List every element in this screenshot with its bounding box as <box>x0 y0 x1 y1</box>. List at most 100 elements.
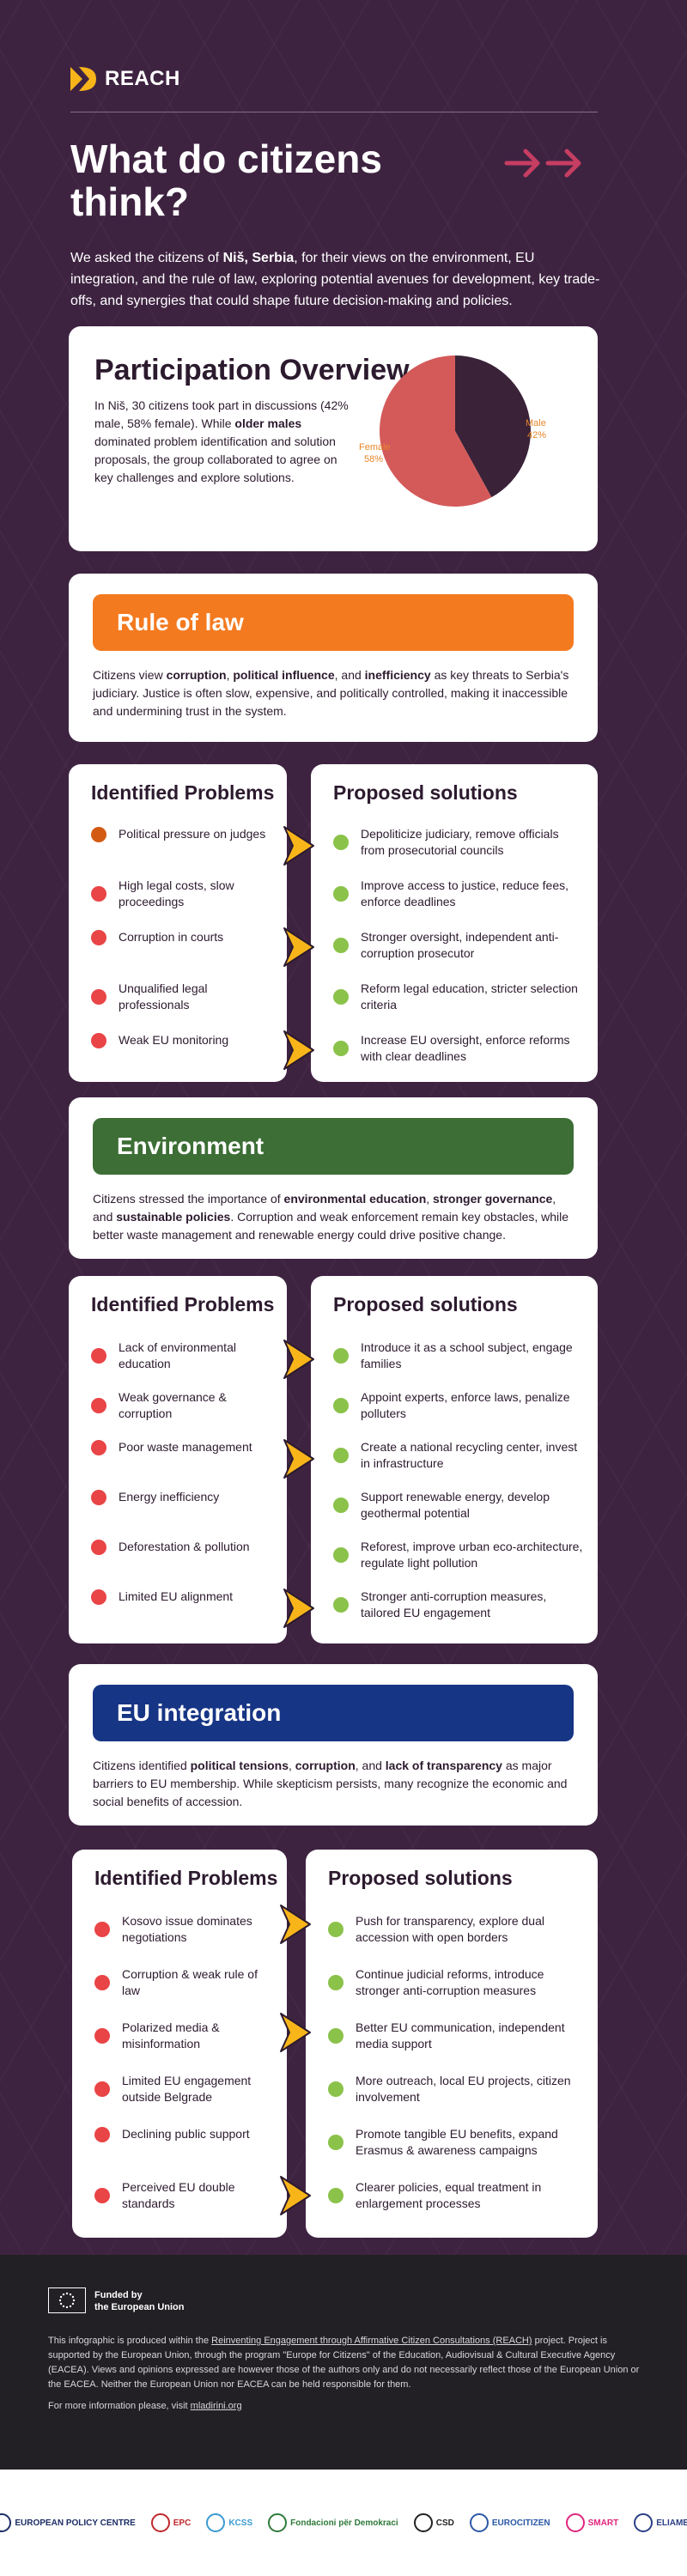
solution-text: Stronger oversight, independent anti-cor… <box>361 930 559 960</box>
solution-bullet-icon <box>333 1448 349 1463</box>
partner-logo: ELIAMEP <box>634 2513 687 2532</box>
pie-slice-female <box>380 355 492 507</box>
problem-text: Deforestation & pollution <box>119 1540 250 1553</box>
problem-text: Political pressure on judges <box>119 827 266 841</box>
partner-mark-icon <box>565 2513 585 2532</box>
connector-chevron-icon <box>283 1030 314 1070</box>
rule-of-law-solutions-title: Proposed solutions <box>333 781 518 804</box>
decorative-arrows-icon <box>504 149 581 178</box>
problem-bullet-icon <box>91 1489 106 1505</box>
solution-bullet-icon <box>333 1597 349 1613</box>
mladirini-link[interactable]: mladirini.org <box>190 2401 242 2411</box>
problem-text: Polarized media & misinformation <box>122 2020 220 2050</box>
solution-item: Clearer policies, equal treatment in enl… <box>328 2179 586 2212</box>
problem-bullet-icon <box>94 2028 110 2044</box>
solution-bullet-icon <box>333 1398 349 1413</box>
solution-bullet-icon <box>333 1348 349 1364</box>
solution-text: Push for transparency, explore dual acce… <box>356 1914 544 1944</box>
problem-item: Deforestation & pollution <box>91 1539 275 1555</box>
environment-solutions-title: Proposed solutions <box>333 1293 518 1315</box>
solution-text: Better EU communication, independent med… <box>356 2020 565 2050</box>
participation-title: Participation Overview <box>94 354 410 386</box>
partner-mark-icon <box>206 2513 226 2532</box>
problem-text: Limited EU alignment <box>119 1589 234 1603</box>
problem-bullet-icon <box>94 2081 110 2097</box>
problem-bullet-icon <box>91 1398 106 1413</box>
problem-item: High legal costs, slow proceedings <box>91 878 275 910</box>
problem-item: Lack of environmental education <box>91 1340 275 1372</box>
solution-item: Better EU communication, independent med… <box>328 2020 586 2052</box>
page-title: What do citizens think? <box>70 137 382 224</box>
rule-of-law-solutions-card: Proposed solutions Depoliticize judiciar… <box>311 764 598 1082</box>
problem-bullet-icon <box>91 826 106 842</box>
solution-item: Depoliticize judiciary, remove officials… <box>333 826 586 859</box>
problem-text: Poor waste management <box>119 1440 252 1454</box>
partner-mark-icon <box>150 2513 170 2532</box>
partner-logo: EUROPEAN POLICY CENTRE <box>0 2513 136 2532</box>
eu-integration-banner: EU integration <box>93 1685 574 1741</box>
connector-chevron-icon <box>283 826 314 866</box>
problem-bullet-icon <box>91 1348 106 1364</box>
environment-description: Citizens stressed the importance of envi… <box>93 1192 569 1242</box>
solution-text: Introduce it as a school subject, engage… <box>361 1340 573 1370</box>
problem-bullet-icon <box>94 2126 110 2142</box>
solution-bullet-icon <box>328 1922 344 1937</box>
solution-text: Promote tangible EU benefits, expand Era… <box>356 2127 558 2157</box>
partner-logo: Fondacioni për Demokraci <box>268 2513 398 2532</box>
reach-project-link[interactable]: Reinventing Engagement through Affirmati… <box>211 2336 532 2346</box>
solution-text: Continue judicial reforms, introduce str… <box>356 1967 544 1997</box>
solution-bullet-icon <box>328 2081 344 2097</box>
problem-item: Declining public support <box>94 2126 275 2142</box>
problem-bullet-icon <box>91 989 106 1005</box>
problem-bullet-icon <box>91 886 106 902</box>
solution-text: Depoliticize judiciary, remove officials… <box>361 827 559 857</box>
problem-bullet-icon <box>94 1922 110 1937</box>
environment-problems-card: Identified Problems Lack of environmenta… <box>69 1276 287 1643</box>
eu-integration-solutions-title: Proposed solutions <box>328 1867 513 1889</box>
connector-chevron-icon <box>280 1905 311 1944</box>
rule-of-law-banner: Rule of law <box>93 594 574 651</box>
solution-bullet-icon <box>328 2188 344 2203</box>
brand: REACH <box>70 67 180 91</box>
rule-of-law-description: Citizens view corruption, political infl… <box>93 668 569 718</box>
solution-bullet-icon <box>333 1498 349 1513</box>
problem-text: Corruption in courts <box>119 930 224 944</box>
eu-flag-icon <box>48 2287 86 2313</box>
solution-text: Improve access to justice, reduce fees, … <box>361 878 568 908</box>
solution-item: Increase EU oversight, enforce reforms w… <box>333 1032 586 1065</box>
problem-text: Corruption & weak rule of law <box>122 1967 258 1997</box>
eu-integration-solutions-card: Proposed solutions Push for transparency… <box>306 1850 598 2238</box>
solution-text: Reforest, improve urban eco-architecture… <box>361 1540 583 1570</box>
footer: Funded by the European Union This infogr… <box>0 2255 687 2470</box>
problem-text: Perceived EU double standards <box>122 2180 235 2210</box>
solution-item: Stronger oversight, independent anti-cor… <box>333 929 586 962</box>
solution-bullet-icon <box>333 938 349 953</box>
connector-chevron-icon <box>283 1589 314 1628</box>
problem-item: Political pressure on judges <box>91 826 275 842</box>
solution-bullet-icon <box>333 1547 349 1563</box>
solution-bullet-icon <box>328 2135 344 2150</box>
problem-item: Corruption & weak rule of law <box>94 1966 275 1999</box>
solution-item: Push for transparency, explore dual acce… <box>328 1913 586 1946</box>
pie-value-female: 58% <box>364 454 383 465</box>
eu-integration-description: Citizens identified political tensions, … <box>93 1759 568 1808</box>
problem-bullet-icon <box>91 1439 106 1455</box>
pie-label-male: Male <box>526 418 546 428</box>
problem-bullet-icon <box>91 929 106 945</box>
problem-item: Perceived EU double standards <box>94 2179 275 2212</box>
problem-text: Energy inefficiency <box>119 1490 220 1504</box>
participation-card: Participation Overview In Niš, 30 citize… <box>69 326 598 551</box>
solution-item: Appoint experts, enforce laws, penalize … <box>333 1389 586 1422</box>
problem-bullet-icon <box>91 1589 106 1605</box>
rule-of-law-problems-card: Identified Problems Political pressure o… <box>69 764 287 1082</box>
solution-item: Promote tangible EU benefits, expand Era… <box>328 2126 586 2159</box>
problem-text: Limited EU engagement outside Belgrade <box>122 2074 252 2104</box>
problem-bullet-icon <box>91 1032 106 1048</box>
problem-item: Limited EU engagement outside Belgrade <box>94 2073 275 2105</box>
footer-disclaimer: This infographic is produced within the … <box>48 2336 640 2390</box>
problem-bullet-icon <box>91 1539 106 1555</box>
connector-chevron-icon <box>280 2013 311 2052</box>
eu-integration-problems-card: Identified Problems Kosovo issue dominat… <box>72 1850 287 2238</box>
